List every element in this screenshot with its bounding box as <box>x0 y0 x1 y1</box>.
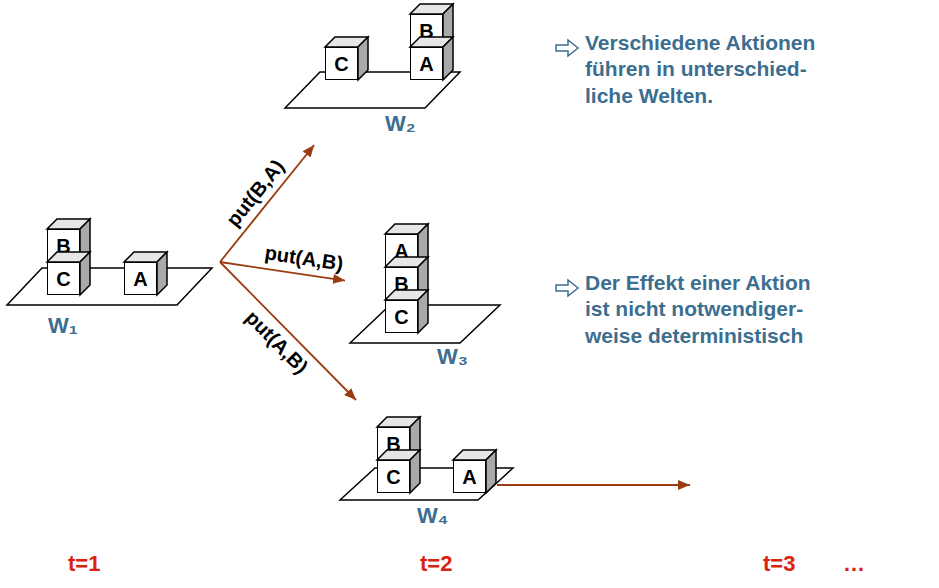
block-letter: C <box>394 307 408 327</box>
block-cube: C <box>47 262 80 295</box>
continuation-arrow <box>497 484 690 486</box>
block-cube: C <box>377 460 410 493</box>
world-label: W₄ <box>417 504 448 528</box>
block-letter: A <box>419 54 433 74</box>
time-label: … <box>843 552 865 576</box>
block-letter: C <box>334 54 348 74</box>
block-cube: A <box>453 460 486 493</box>
time-label: t=2 <box>420 552 452 576</box>
cube-side <box>358 37 368 80</box>
note-text: Verschiedene Aktionen führen in untersch… <box>585 30 835 109</box>
cube-side <box>157 252 167 295</box>
cube-side <box>418 290 428 333</box>
note-text: Der Effekt einer Aktion ist nicht notwen… <box>585 270 840 349</box>
world-state: W₂BCA <box>280 0 465 145</box>
world-label: W₁ <box>48 314 78 338</box>
cube-side <box>80 252 90 295</box>
block-cube: C <box>325 47 358 80</box>
world-state: W₃ABC <box>345 205 505 380</box>
block-cube: A <box>124 262 157 295</box>
cube-side <box>443 37 453 80</box>
world-label: W₃ <box>437 345 468 369</box>
block-cube: A <box>410 47 443 80</box>
block-cube: C <box>385 300 418 333</box>
cube-side <box>410 450 420 493</box>
time-label: t=1 <box>68 552 100 576</box>
transition-arrow <box>220 262 356 400</box>
block-letter: A <box>462 467 476 487</box>
time-label: t=3 <box>763 552 795 576</box>
cube-side <box>486 450 496 493</box>
action-label: put(A,B) <box>241 306 312 378</box>
table-platform <box>5 200 220 350</box>
world-label: W₂ <box>385 112 416 136</box>
bullet-arrow <box>556 40 578 56</box>
table-surface <box>7 268 212 305</box>
world-state: W₁BCA <box>5 200 220 350</box>
block-letter: A <box>133 269 147 289</box>
block-letter: C <box>56 269 70 289</box>
world-state: W₄BCA <box>335 400 520 545</box>
block-letter: C <box>386 467 400 487</box>
bullet-arrow <box>556 280 578 296</box>
